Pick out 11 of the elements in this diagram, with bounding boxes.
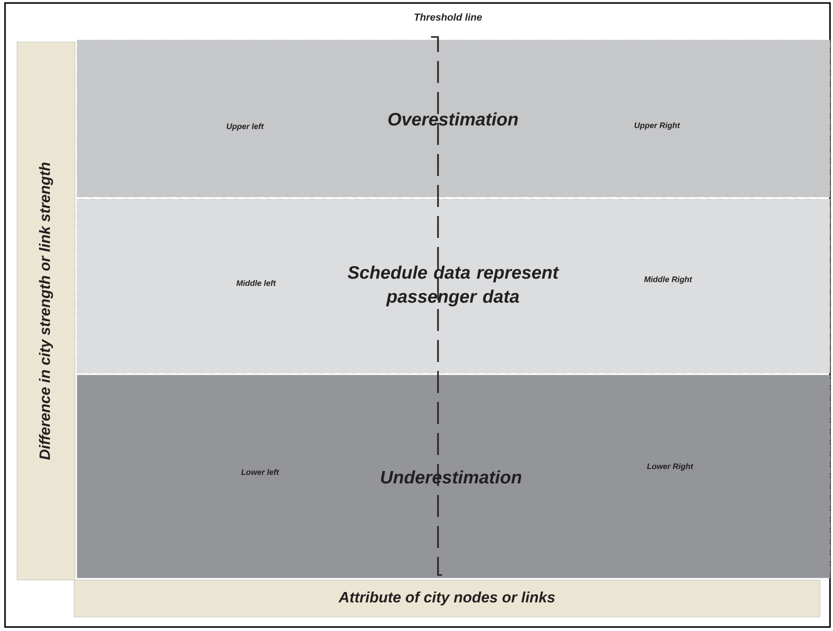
region-title: Overestimation	[388, 112, 518, 126]
quadrant-label: Middle left	[236, 280, 276, 286]
quadrant-label: Middle Right	[644, 276, 692, 284]
region-title: Schedule data represent passenger data	[348, 266, 560, 306]
quadrant-label: Upper Right	[634, 122, 680, 130]
quadrant-label: Upper left	[226, 123, 264, 131]
quadrant-label: Lower left	[241, 469, 280, 475]
quadrant-label: Lower Right	[647, 463, 694, 471]
threshold-label: Threshold line	[414, 13, 482, 21]
axis-label-box: Attribute of city nodes or links	[74, 580, 820, 618]
axis-label-box: Difference in city strength or link strength	[16, 42, 76, 580]
